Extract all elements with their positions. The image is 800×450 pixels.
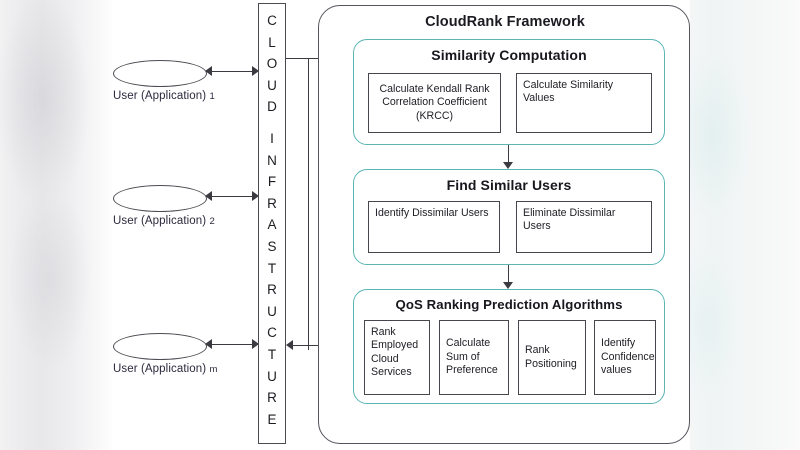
arrow-head-down-icon <box>503 162 513 169</box>
arrow-head-right-icon <box>252 191 259 201</box>
user-2-infrastructure-arrow <box>205 191 259 203</box>
subbox-identify-confidence-values[interactable]: Identify Confidence values <box>594 320 656 395</box>
cloud-infrastructure-column: C L O U D I N F R A S T R U C T U R E <box>258 3 286 444</box>
connector-similarity-to-find-similar <box>503 145 514 169</box>
subbox-calculate-krcc[interactable]: Calculate Kendall Rank Correlation Coeff… <box>368 73 501 133</box>
stage-similarity-computation[interactable]: Similarity Computation Calculate Kendall… <box>353 39 665 145</box>
user-label-index: m <box>209 364 218 375</box>
background-band-right <box>690 0 800 450</box>
arrow-head-left-icon <box>205 191 212 201</box>
stage-title-qos-ranking: QoS Ranking Prediction Algorithms <box>395 297 623 312</box>
subbox-label: Calculate Similarity Values <box>523 79 614 105</box>
user-ellipse <box>113 333 207 360</box>
arrow-shaft <box>210 196 254 198</box>
arrow-shaft <box>286 57 345 60</box>
infra-letter: E <box>267 411 277 427</box>
subbox-calculate-similarity-values[interactable]: Calculate Similarity Values <box>516 73 652 133</box>
infra-letter: T <box>267 260 277 276</box>
framework-left-riser-wire <box>308 58 310 350</box>
infra-letter: R <box>267 195 277 211</box>
infra-letter: N <box>267 152 277 168</box>
arrow-shaft <box>210 71 254 73</box>
arrow-head-left-icon <box>205 339 212 349</box>
arrow-head-left-icon <box>286 340 293 350</box>
arrow-head-right-icon <box>252 66 259 76</box>
stage-qos-ranking-prediction-algorithms[interactable]: QoS Ranking Prediction Algorithms Rank E… <box>353 289 665 404</box>
arrow-head-right-icon <box>252 339 259 349</box>
arrow-shaft <box>507 145 510 162</box>
arrow-head-left-icon <box>205 66 212 76</box>
infra-letter: T <box>267 346 277 362</box>
subbox-eliminate-dissimilar-users[interactable]: Eliminate Dissimilar Users <box>516 201 652 253</box>
infra-letter: R <box>267 282 277 298</box>
infra-letter: D <box>267 99 277 115</box>
framework-title: CloudRank Framework <box>425 14 585 30</box>
subbox-label: Identify Dissimilar Users <box>375 207 489 219</box>
arrow-head-down-icon <box>503 282 513 289</box>
subbox-label: Rank Employed Cloud Services <box>371 326 419 379</box>
infra-letter: U <box>267 368 277 384</box>
infra-letter: S <box>267 238 277 254</box>
arrow-shaft <box>507 265 510 282</box>
infra-letter: R <box>267 390 277 406</box>
stage-title-similarity-computation: Similarity Computation <box>431 47 587 63</box>
stage-find-similar-users[interactable]: Find Similar Users Identify Dissimilar U… <box>353 169 665 265</box>
user-ellipse <box>113 185 207 212</box>
infra-letter: I <box>270 130 274 146</box>
subbox-label: Rank Positioning <box>525 344 577 370</box>
infra-letter: F <box>267 174 277 190</box>
background-band-left <box>0 0 112 450</box>
user-ellipse <box>113 60 207 87</box>
subbox-calculate-sum-of-preference[interactable]: Calculate Sum of Preference <box>439 320 509 395</box>
infra-letter: C <box>267 325 277 341</box>
stage-title-find-similar-users: Find Similar Users <box>446 177 572 193</box>
user-label-2: User (Application) 2 <box>113 215 273 227</box>
infra-letter: L <box>268 34 276 50</box>
subbox-rank-employed-cloud-services[interactable]: Rank Employed Cloud Services <box>364 320 430 395</box>
infra-letter: A <box>267 217 277 233</box>
user-label-1: User (Application) 1 <box>113 90 273 102</box>
arrow-shaft <box>210 344 254 346</box>
user-label-text: User (Application) <box>113 363 207 375</box>
subbox-identify-dissimilar-users[interactable]: Identify Dissimilar Users <box>368 201 500 253</box>
infra-letter: O <box>266 56 278 72</box>
infra-letter: U <box>267 303 277 319</box>
subbox-label: Calculate Kendall Rank Correlation Coeff… <box>379 82 490 122</box>
user-label-index: 1 <box>209 91 215 102</box>
subbox-label: Eliminate Dissimilar Users <box>523 207 616 233</box>
subbox-rank-positioning[interactable]: Rank Positioning <box>518 320 586 395</box>
user-label-text: User (Application) <box>113 90 207 102</box>
user-label-index: 2 <box>209 216 215 227</box>
user-m-infrastructure-arrow <box>205 339 259 351</box>
cloudrank-framework-container: CloudRank Framework Similarity Computati… <box>318 5 690 444</box>
connector-find-similar-to-qos <box>503 265 514 289</box>
user-label-m: User (Application) m <box>113 363 273 375</box>
user-1-infrastructure-arrow <box>205 66 259 78</box>
subbox-label: Calculate Sum of Preference <box>446 337 498 377</box>
subbox-label: Identify Confidence values <box>601 337 655 377</box>
infra-letter: U <box>267 77 277 93</box>
user-label-text: User (Application) <box>113 215 207 227</box>
infra-letter: C <box>267 13 277 28</box>
